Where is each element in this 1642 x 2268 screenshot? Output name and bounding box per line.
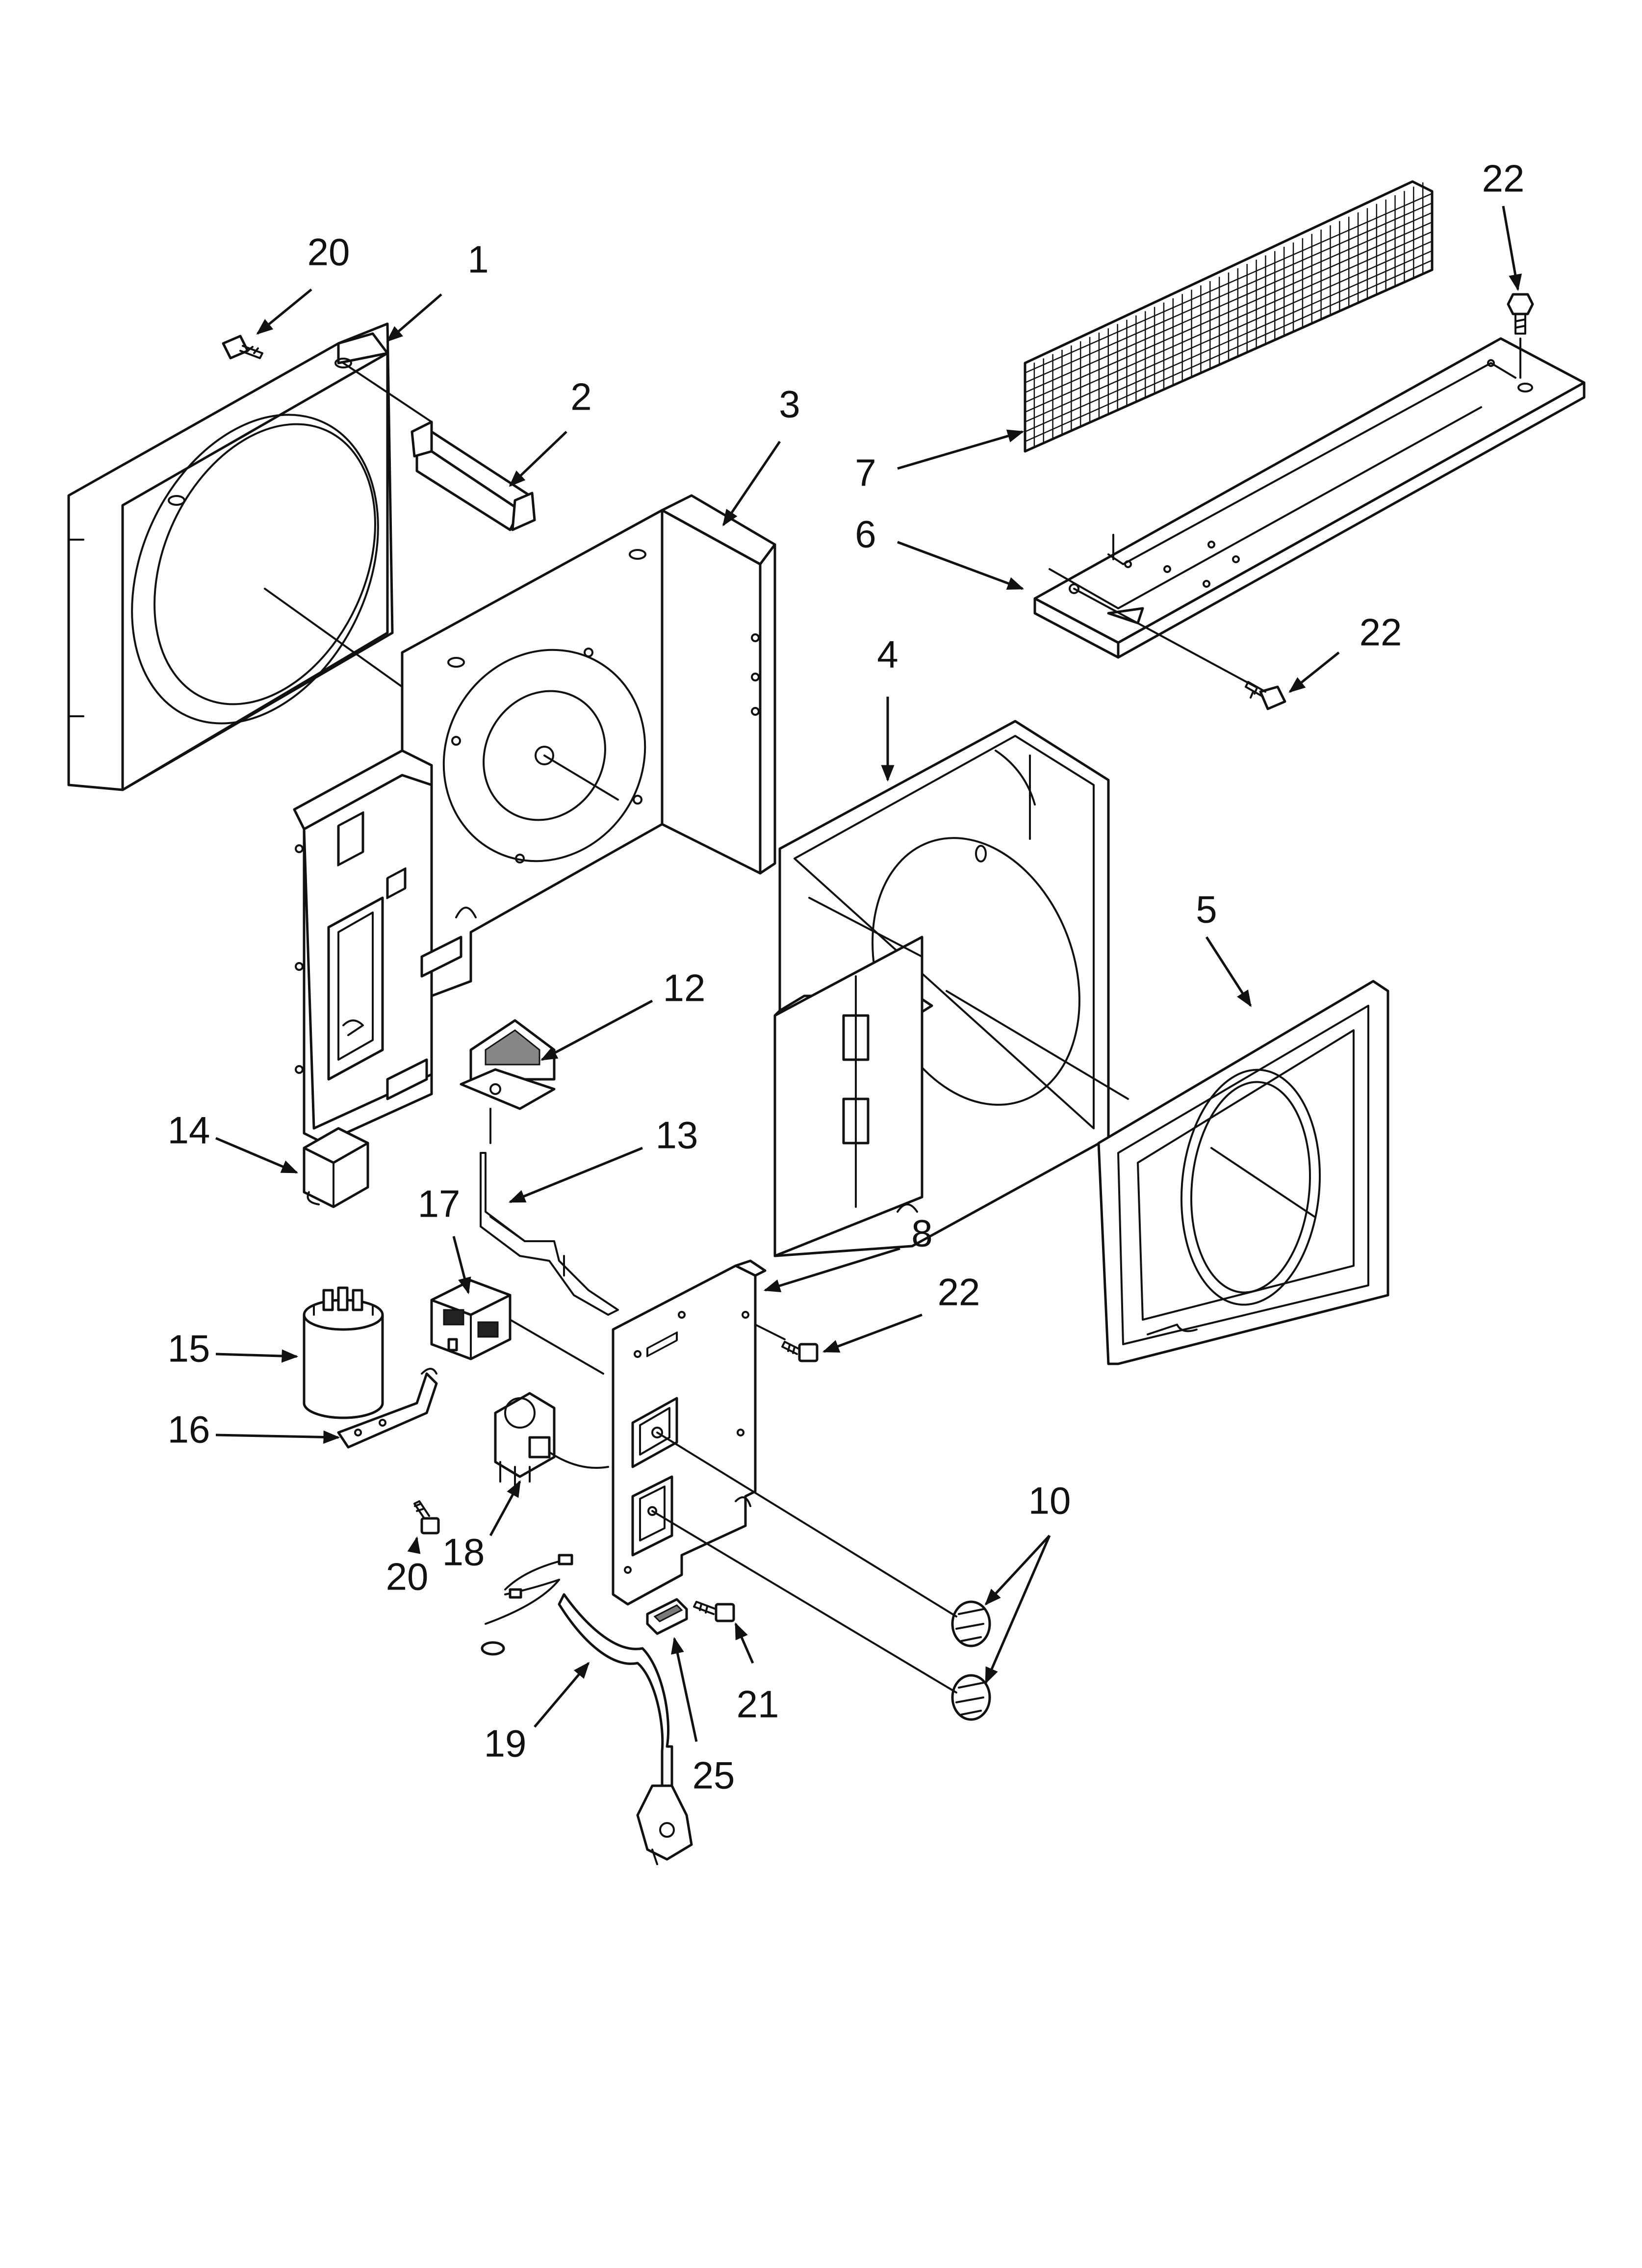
part-screw-control	[754, 1324, 819, 1362]
part-blower-housing	[773, 720, 1129, 1257]
part-screw-top-right	[1507, 293, 1534, 379]
part-orifice-panel	[293, 494, 776, 1145]
part-capacitor-strap	[337, 1368, 438, 1449]
callout-22-control: 22	[938, 1271, 980, 1314]
part-control-panel	[612, 1259, 767, 1606]
part-fan-shroud	[67, 322, 433, 791]
callout-6: 6	[855, 513, 876, 556]
part-screw-rail	[1245, 681, 1286, 710]
part-grommet	[646, 1598, 688, 1635]
part-selector-switch	[430, 1279, 604, 1375]
callout-20-top: 20	[308, 231, 350, 274]
callout-22-top: 22	[1482, 157, 1525, 200]
callout-16: 16	[168, 1408, 210, 1451]
callout-22-rail: 22	[1360, 611, 1402, 654]
callout-15: 15	[168, 1327, 210, 1370]
part-bracket	[410, 420, 536, 531]
callout-7: 7	[855, 451, 876, 495]
callout-18: 18	[442, 1531, 485, 1574]
part-screw-panel	[693, 1601, 735, 1622]
callout-2: 2	[570, 375, 591, 418]
part-thermostat-bracket	[460, 1019, 556, 1144]
part-capacitor	[303, 1286, 384, 1419]
part-filter-mesh	[1024, 180, 1434, 453]
callout-8: 8	[911, 1212, 932, 1255]
callout-1: 1	[467, 238, 488, 281]
callout-17: 17	[418, 1182, 461, 1225]
part-power-cord	[481, 1554, 693, 1865]
callout-19: 19	[484, 1722, 527, 1765]
part-screw-top-left	[222, 335, 263, 360]
part-top-rail	[1033, 337, 1586, 688]
callout-labels: 1 2 3 4 5 6 7 8 10 12 13 14 15 16 17 18 …	[168, 157, 1525, 1797]
callout-12: 12	[663, 966, 706, 1010]
callout-25: 25	[693, 1754, 735, 1797]
callout-4: 4	[877, 633, 898, 676]
callout-10: 10	[1028, 1479, 1071, 1522]
callout-21: 21	[737, 1683, 779, 1726]
leader-lines	[215, 206, 1522, 1742]
part-relay	[303, 1127, 369, 1208]
part-knob-upper	[951, 1600, 991, 1647]
part-front-frame	[1097, 980, 1389, 1365]
part-thermostat-probe	[480, 1152, 619, 1316]
callout-20-bottom: 20	[386, 1555, 429, 1598]
callout-5: 5	[1196, 888, 1217, 931]
part-screw-capacitor	[413, 1500, 440, 1535]
callout-13: 13	[656, 1114, 698, 1157]
part-switch-harness	[494, 1392, 609, 1487]
part-knob-lower	[951, 1674, 991, 1721]
callout-3: 3	[779, 383, 800, 426]
callout-14: 14	[168, 1109, 210, 1152]
